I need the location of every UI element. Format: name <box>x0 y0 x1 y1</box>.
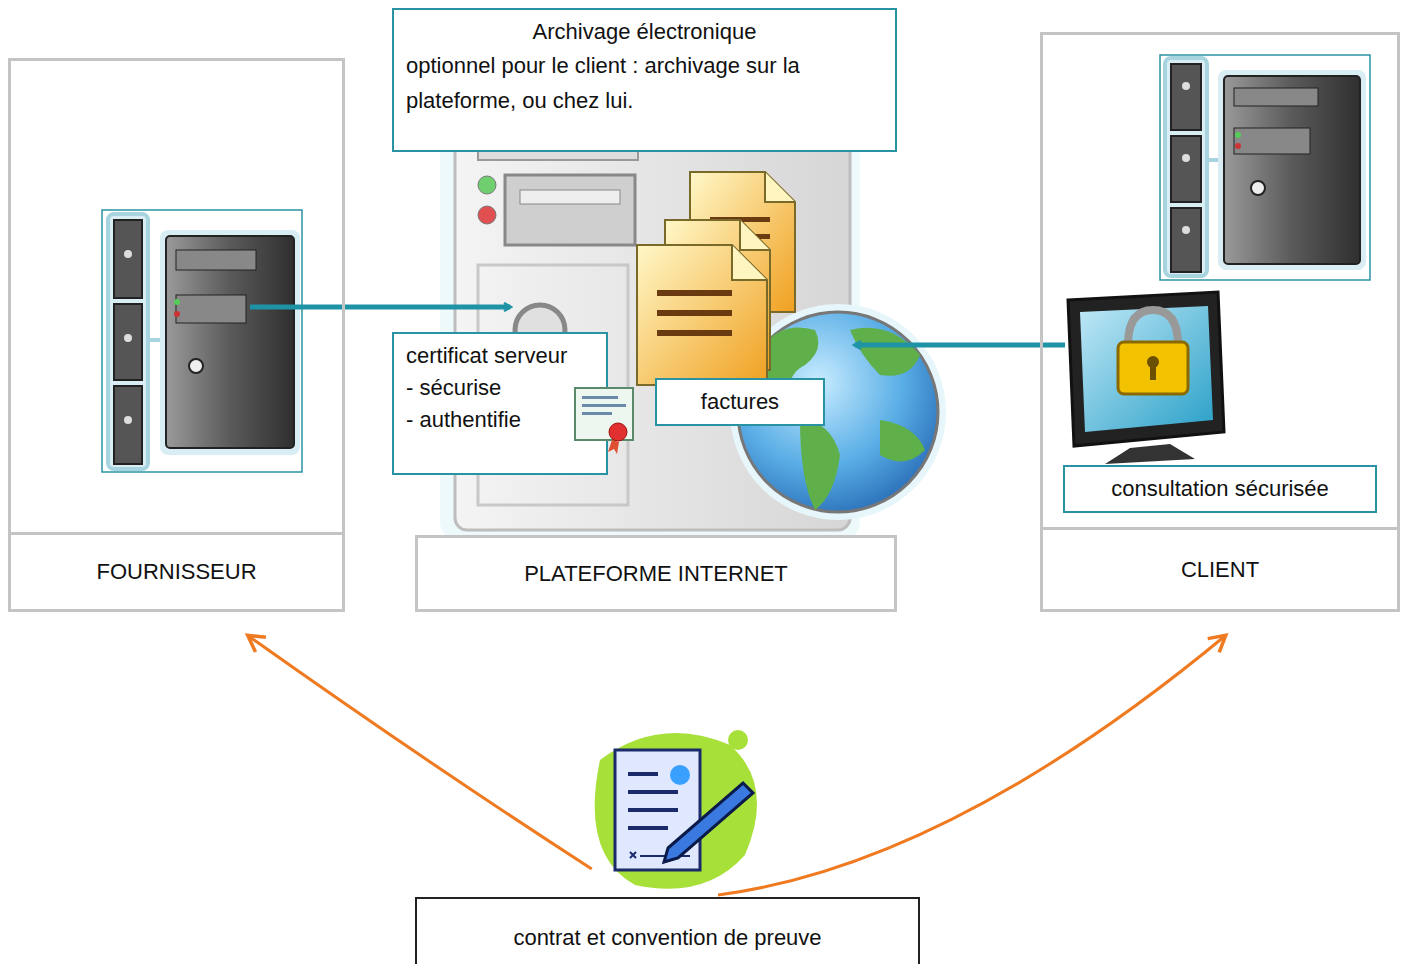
node-text: PLATEFORME INTERNET <box>524 558 788 590</box>
supplier-server <box>102 210 302 472</box>
connector-arrow <box>250 305 510 310</box>
client-server <box>1160 55 1370 280</box>
certificate-box: certificat serveur- sécurise- authentifi… <box>392 332 608 475</box>
node-text: CLIENT <box>1181 554 1259 586</box>
secure-access-box: consultation sécurisée <box>1063 465 1377 513</box>
connector-arrow <box>855 343 1065 348</box>
node-text: - sécurise <box>406 372 594 404</box>
contract-icon <box>595 730 757 889</box>
node-text: FOURNISSEUR <box>96 556 256 588</box>
node-text: factures <box>701 386 779 418</box>
node-text: - authentifie <box>406 404 594 436</box>
client-panel: CLIENT consultation sécurisée <box>1040 32 1400 612</box>
node-text: contrat et convention de preuve <box>513 922 821 954</box>
node-text: Archivage électronique <box>406 16 883 48</box>
certificate-icon <box>575 388 633 454</box>
contract-box: contrat et convention de preuve <box>415 897 920 964</box>
supplier-panel: FOURNISSEUR <box>8 58 345 612</box>
invoices-label: factures <box>655 378 825 426</box>
node-text: optionnel pour le client : archivage sur… <box>406 48 883 118</box>
panel-label-band: PLATEFORME INTERNET <box>415 535 897 612</box>
node-text: certificat serveur <box>406 340 594 372</box>
connector-arrow <box>249 636 592 869</box>
invoice-documents <box>637 172 795 385</box>
node-text: consultation sécurisée <box>1111 473 1329 505</box>
secure-monitor <box>1068 292 1224 464</box>
platform-panel: PLATEFORME INTERNET Archivage électroniqu… <box>392 8 897 612</box>
panel-label-band: CLIENT <box>1040 527 1400 612</box>
panel-label-band: FOURNISSEUR <box>8 532 345 612</box>
archive-note: Archivage électroniqueoptionnel pour le … <box>392 8 897 152</box>
connector-arrow <box>718 636 1225 895</box>
